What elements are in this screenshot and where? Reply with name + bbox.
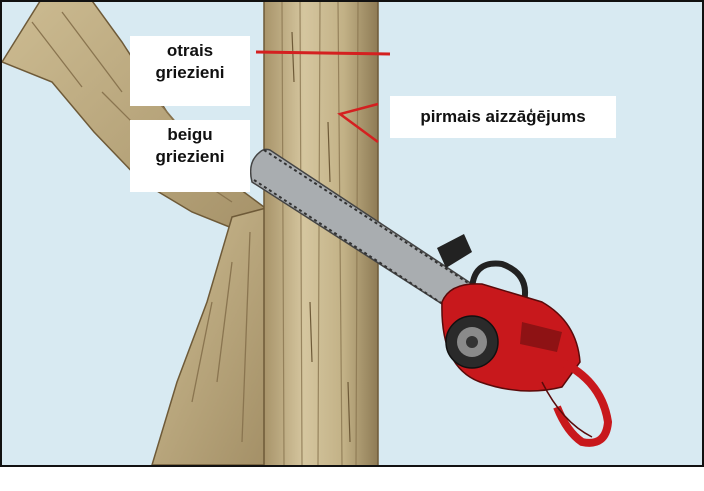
second-cut-label: otrais griezieni [130,36,250,106]
diagram-frame: otrais griezieni beigu griezieni pirmais… [0,0,704,467]
final-cut-label: beigu griezieni [130,120,250,192]
first-notch-label: pirmais aizzāģējums [390,96,616,138]
first-notch-label-text: pirmais aizzāģējums [398,100,608,134]
final-cut-label-line1: beigu [138,124,242,146]
second-cut-marker [256,52,390,54]
second-cut-label-line1: otrais [138,40,242,62]
pruning-illustration [2,2,702,465]
second-cut-label-line2: griezieni [138,62,242,84]
final-cut-label-line2: griezieni [138,146,242,168]
tree-base-icon [152,207,270,465]
